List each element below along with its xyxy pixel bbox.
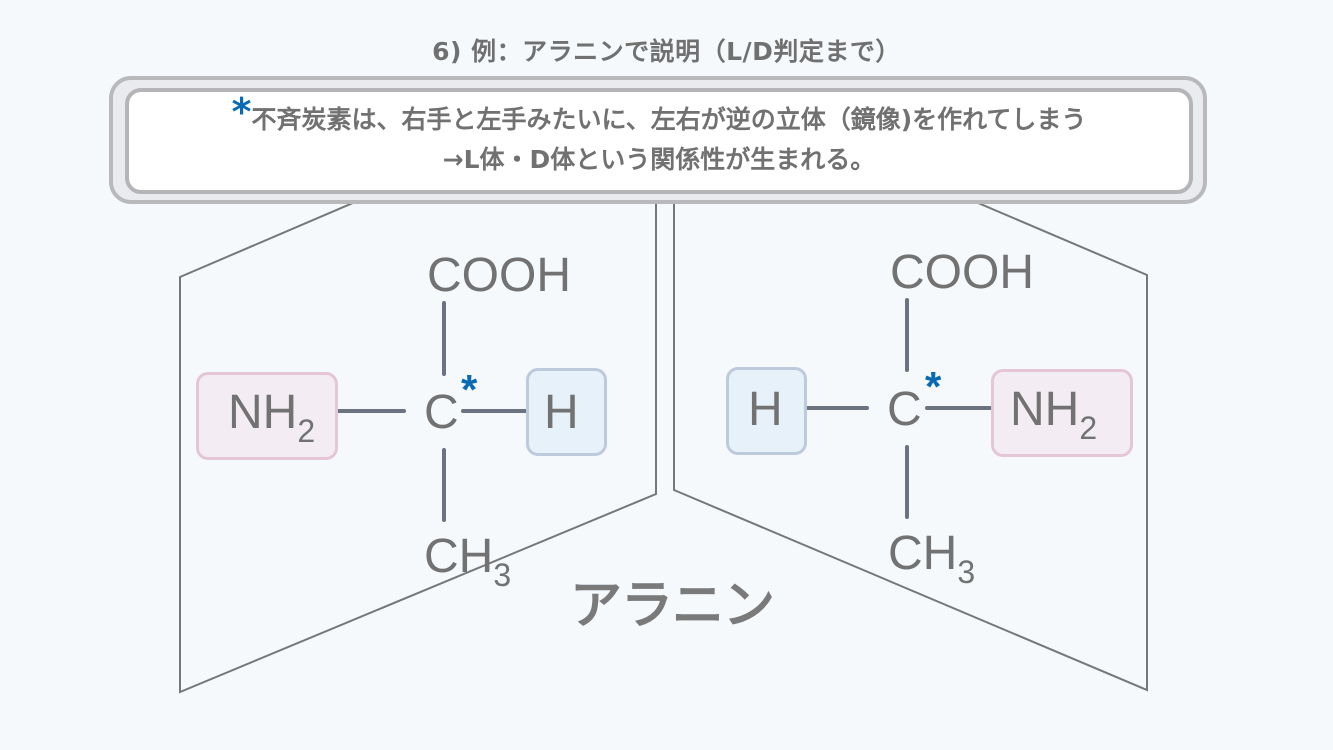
molecule-name: アラニン xyxy=(570,576,775,636)
right-amino-highlight xyxy=(991,369,1133,457)
right-methyl-group: CH3 xyxy=(888,527,976,590)
left-carboxyl-group: COOH xyxy=(427,249,571,302)
callout-line-1: *不斉炭素は、右手と左手みたいに、左右が逆の立体（鏡像)を作れてしまう xyxy=(231,90,1087,134)
left-hydrogen-highlight xyxy=(526,368,607,456)
right-hydrogen: H xyxy=(748,383,783,436)
asterisk-icon: * xyxy=(231,90,252,134)
left-amino-group: NH2 xyxy=(228,386,316,449)
left-chiral-carbon: C xyxy=(424,386,459,439)
right-panel-outline xyxy=(673,79,1148,692)
right-amino-group: NH2 xyxy=(1010,383,1098,446)
left-amino-highlight xyxy=(196,372,338,460)
right-carboxyl-group: COOH xyxy=(890,246,1034,299)
left-chiral-asterisk-icon: * xyxy=(461,366,478,413)
left-hydrogen: H xyxy=(544,386,579,439)
right-hydrogen-highlight xyxy=(726,367,807,455)
right-chiral-asterisk-icon: * xyxy=(925,363,942,410)
slide-title: 6) 例：アラニンで説明（L/D判定まで） xyxy=(432,37,901,66)
callout-box: *不斉炭素は、右手と左手みたいに、左右が逆の立体（鏡像)を作れてしまう →L体・… xyxy=(125,88,1193,194)
left-panel-outline xyxy=(179,79,657,694)
right-chiral-carbon: C xyxy=(887,383,922,436)
callout-line-2: →L体・D体という関係性が生まれる。 xyxy=(442,145,876,174)
left-methyl-group: CH3 xyxy=(424,530,512,593)
